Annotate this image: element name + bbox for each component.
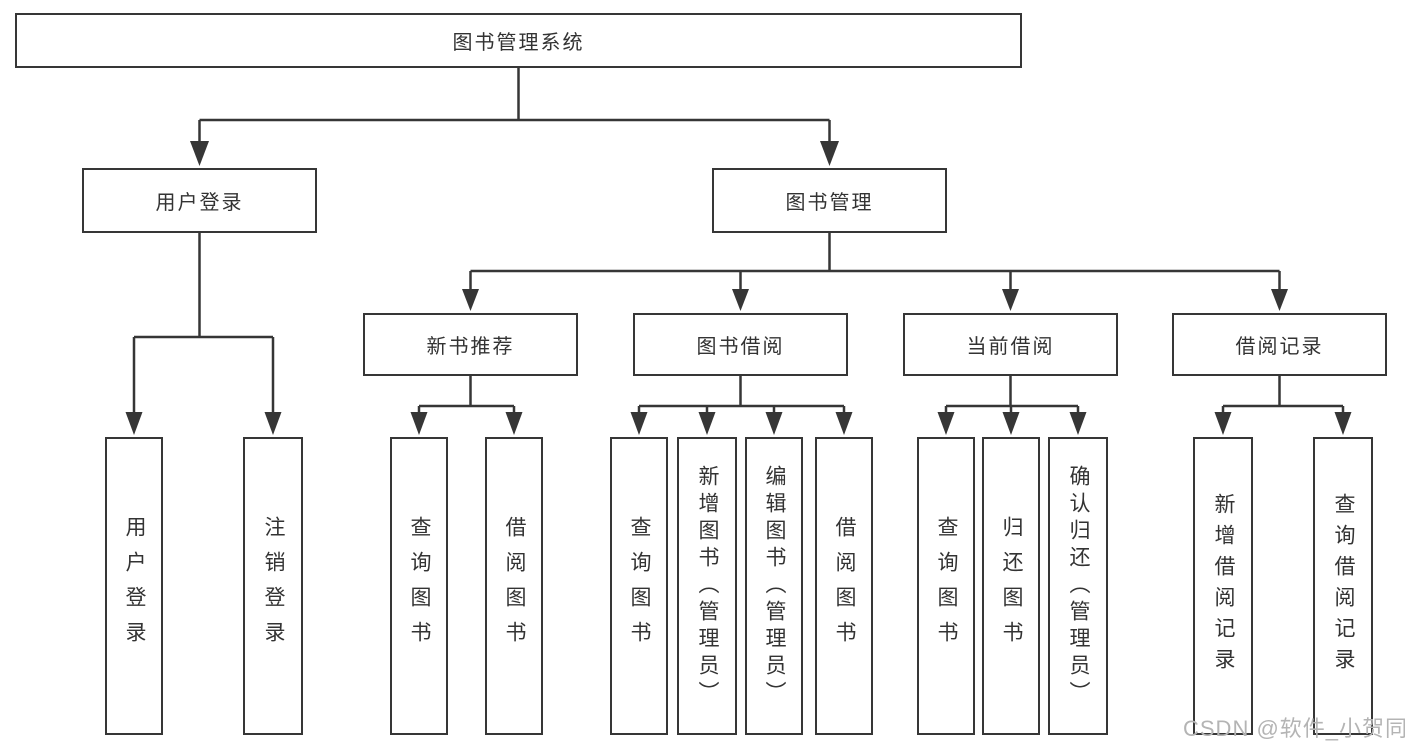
node-book-borrow: 图书借阅 (633, 313, 848, 376)
leaf-edit-book-admin: 编辑图书（管理员） (745, 437, 803, 735)
node-user-login: 用户登录 (82, 168, 317, 233)
leaf-add-borrow-record: 新增借阅记录 (1193, 437, 1253, 735)
leaf-borrow-book-2: 借阅图书 (815, 437, 873, 735)
leaf-user-login: 用户登录 (105, 437, 163, 735)
leaf-query-borrow-record: 查询借阅记录 (1313, 437, 1373, 735)
leaf-add-book-admin: 新增图书（管理员） (677, 437, 737, 735)
watermark: CSDN @软件_小贺同学 (1183, 716, 1405, 741)
node-new-book-recommend: 新书推荐 (363, 313, 578, 376)
node-book-management: 图书管理 (712, 168, 947, 233)
leaf-query-book-2: 查询图书 (610, 437, 668, 735)
node-current-borrow: 当前借阅 (903, 313, 1118, 376)
node-root: 图书管理系统 (15, 13, 1022, 68)
arrowhead-icons (125, 141, 1352, 435)
leaf-logout: 注销登录 (243, 437, 303, 735)
leaf-query-book-3: 查询图书 (917, 437, 975, 735)
leaf-return-book: 归还图书 (982, 437, 1040, 735)
leaf-query-book-1: 查询图书 (390, 437, 448, 735)
node-borrow-records: 借阅记录 (1172, 313, 1387, 376)
leaf-confirm-return-admin: 确认归还（管理员） (1048, 437, 1108, 735)
leaf-borrow-book-1: 借阅图书 (485, 437, 543, 735)
